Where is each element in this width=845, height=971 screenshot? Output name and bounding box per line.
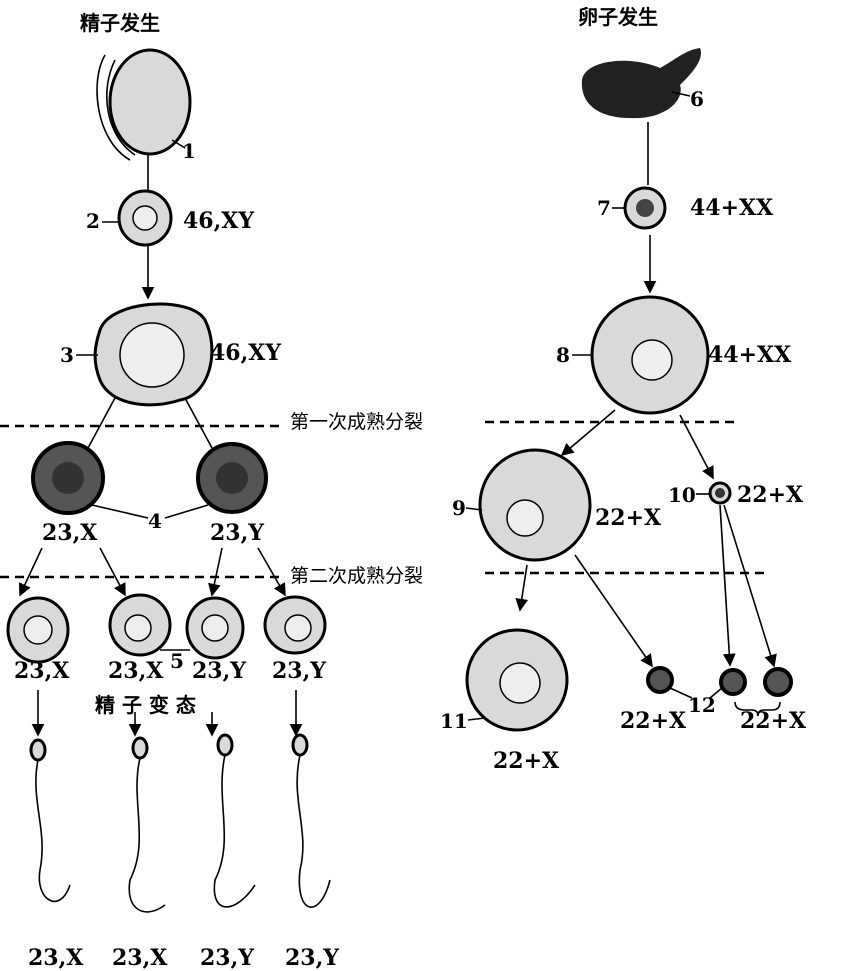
- spermatogenesis-title: 精子发生: [80, 11, 160, 35]
- karyotype-cell7: 44+XX: [690, 195, 774, 221]
- primary-oocyte: [590, 295, 710, 415]
- karyotype-cell3: 46,XY: [210, 340, 281, 366]
- karyotype-cell9: 22+X: [595, 505, 662, 531]
- first-meiotic-division-label: 第一次成熟分裂: [290, 411, 423, 433]
- karyotype-cell5a: 23,X: [14, 658, 70, 684]
- ovary: [581, 48, 701, 119]
- karyotype-sperm4: 23,Y: [285, 945, 339, 971]
- first-polar-body: [708, 481, 732, 505]
- karyotype-cell11: 22+X: [493, 748, 560, 774]
- label-12: 12: [688, 693, 716, 717]
- karyotype-polar23: 22+X: [740, 708, 807, 734]
- polar-bodies-brace: [734, 701, 781, 717]
- label-4: 4: [148, 509, 162, 533]
- sperm-2: [128, 736, 166, 913]
- karyotype-cell5c: 23,Y: [192, 658, 246, 684]
- label-5: 5: [170, 649, 184, 673]
- ootid: [465, 628, 569, 732]
- secondary-spermatocyte-x: [31, 441, 105, 515]
- label-8: 8: [556, 343, 570, 367]
- karyotype-sperm2: 23,X: [112, 945, 168, 971]
- second-meiotic-division-label: 第二次成熟分裂: [290, 565, 423, 587]
- karyotype-cell5d: 23,Y: [272, 658, 326, 684]
- label-3: 3: [60, 343, 74, 367]
- karyotype-cell4a: 23,X: [42, 520, 98, 546]
- karyotype-polar1: 22+X: [620, 708, 687, 734]
- karyotype-cell2: 46,XY: [183, 208, 254, 234]
- karyotype-cell4b: 23,Y: [210, 520, 264, 546]
- polar-body-3: [763, 667, 793, 697]
- second-polar-body: [646, 666, 674, 694]
- karyotype-cell10: 22+X: [737, 482, 804, 508]
- karyotype-sperm1: 23,X: [28, 945, 84, 971]
- primary-spermatocyte: [93, 302, 214, 407]
- spermatid-3: [185, 596, 245, 660]
- label-2: 2: [86, 209, 100, 233]
- label-10: 10: [668, 483, 696, 507]
- polar-body-2: [719, 668, 747, 696]
- spermiogenesis-label: 精 子 变 态: [95, 693, 196, 717]
- label-1: 1: [182, 139, 196, 163]
- sperm-3: [213, 733, 256, 908]
- oogonium: [623, 186, 667, 230]
- karyotype-cell8: 44+XX: [708, 342, 792, 368]
- spermatid-1: [6, 596, 70, 664]
- karyotype-sperm3: 23,Y: [200, 945, 254, 971]
- secondary-oocyte: [478, 448, 592, 562]
- spermatid-4: [263, 595, 327, 655]
- spermatid-2: [108, 593, 172, 657]
- spermatogonium: [117, 189, 173, 247]
- sperm-4: [291, 733, 331, 908]
- sperm-1: [29, 738, 71, 903]
- karyotype-cell5b: 23,X: [108, 658, 164, 684]
- label-7: 7: [597, 196, 611, 220]
- label-11: 11: [440, 709, 468, 733]
- label-9: 9: [452, 496, 466, 520]
- secondary-spermatocyte-y: [196, 442, 268, 514]
- testis: [96, 48, 192, 161]
- oogenesis-title: 卵子发生: [578, 5, 658, 29]
- label-6: 6: [690, 87, 704, 111]
